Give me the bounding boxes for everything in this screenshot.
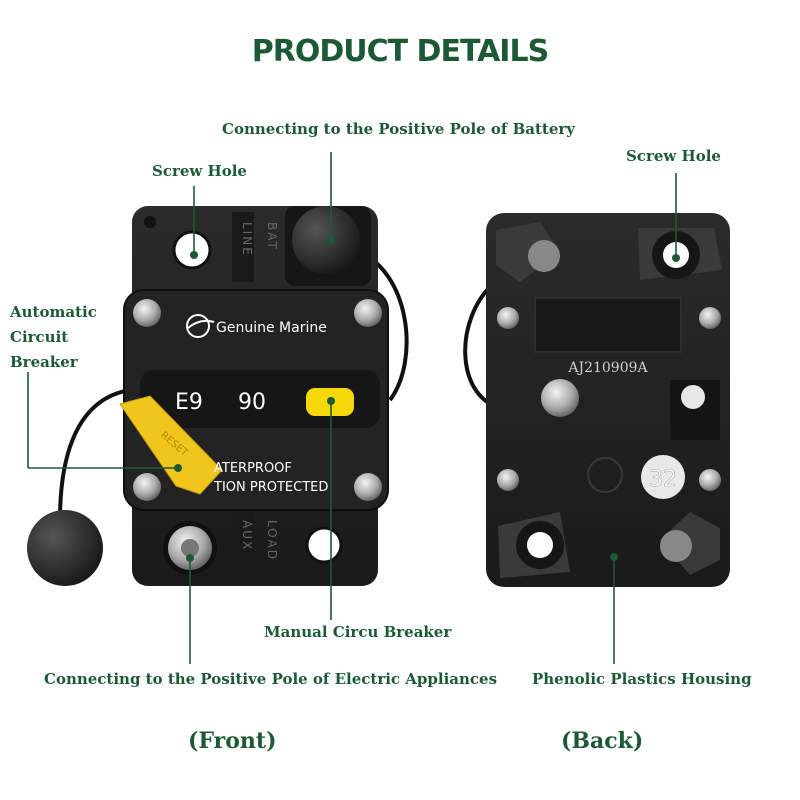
- terminal-line-text: LINE: [240, 222, 254, 257]
- rivet-icon: [699, 469, 721, 491]
- center-boss-icon: [541, 379, 579, 417]
- cover-line-1: ATERPROOF: [214, 461, 292, 476]
- label-screw-hole-back: Screw Hole: [626, 147, 721, 165]
- rivet-icon: [497, 469, 519, 491]
- label-appliance-pole: Connecting to the Positive Pole of Elect…: [44, 670, 498, 688]
- amp-badge-text: 32: [649, 467, 677, 492]
- amp-badge: [641, 455, 685, 499]
- terminal-load-text: LOAD: [265, 520, 279, 561]
- brand-name: Genuine Marine: [216, 320, 327, 336]
- callout-dot-auto: [174, 464, 182, 472]
- cover-screw-icon: [354, 473, 382, 501]
- label-battery-pole: Connecting to the Positive Pole of Batte…: [222, 120, 576, 138]
- rating-text: 90: [238, 390, 266, 415]
- brand-logo-icon: [186, 314, 210, 338]
- callout-dot-battery: [327, 236, 335, 244]
- side-boss-icon: [681, 385, 705, 409]
- reset-lever[interactable]: [119, 395, 223, 495]
- bottom-hole-back-icon: [527, 532, 553, 558]
- brand-logo-swoosh: [187, 319, 215, 329]
- corner-pin-icon: [528, 240, 560, 272]
- cover-screw-icon: [354, 299, 382, 327]
- terminal-aux-text: AUX: [240, 520, 254, 551]
- cover-screw-icon: [133, 473, 161, 501]
- screw-hole-front-icon: [172, 230, 212, 270]
- back-wire: [463, 283, 501, 410]
- label-manual-breaker: Manual Circu Breaker: [264, 623, 452, 641]
- rivet-icon: [497, 307, 519, 329]
- label-auto-breaker: Automatic Circuit Breaker: [10, 303, 97, 371]
- battery-post-cap-icon: [292, 206, 360, 274]
- callout-dot-manual: [327, 397, 335, 405]
- view-label-front: (Front): [188, 728, 277, 754]
- callouts: [27, 152, 680, 664]
- serial-label-plate: [534, 297, 682, 353]
- terminal-bat-text: BAT: [265, 222, 279, 251]
- terminal-divider: [232, 212, 254, 282]
- mount-hole-icon: [144, 216, 156, 228]
- load-stud-icon: [181, 539, 199, 557]
- date-stamp-icon: [587, 457, 623, 493]
- label-housing: Phenolic Plastics Housing: [532, 670, 752, 688]
- corner-pin-icon: [660, 530, 692, 562]
- bottom-hole-icon: [305, 526, 343, 564]
- view-label-back: (Back): [561, 728, 644, 754]
- page-title: PRODUCT DETAILS: [251, 34, 549, 69]
- model-text: E9: [175, 390, 203, 415]
- rivet-icon: [699, 307, 721, 329]
- callout-dot-housing: [610, 553, 618, 561]
- label-screw-hole-front: Screw Hole: [152, 162, 247, 180]
- cap-wire-left: [58, 388, 131, 521]
- terminal-divider: [232, 512, 254, 582]
- callout-dot-screw-front: [190, 251, 198, 259]
- serial-number: AJ210909A: [567, 360, 648, 376]
- cover-screw-icon: [133, 299, 161, 327]
- callout-dot-appliance: [186, 554, 194, 562]
- terminal-cap-icon: [27, 510, 103, 586]
- cover-line-2: TION PROTECTED: [213, 480, 328, 495]
- callout-dot-screw-back: [672, 254, 680, 262]
- corner-clip: [496, 222, 560, 282]
